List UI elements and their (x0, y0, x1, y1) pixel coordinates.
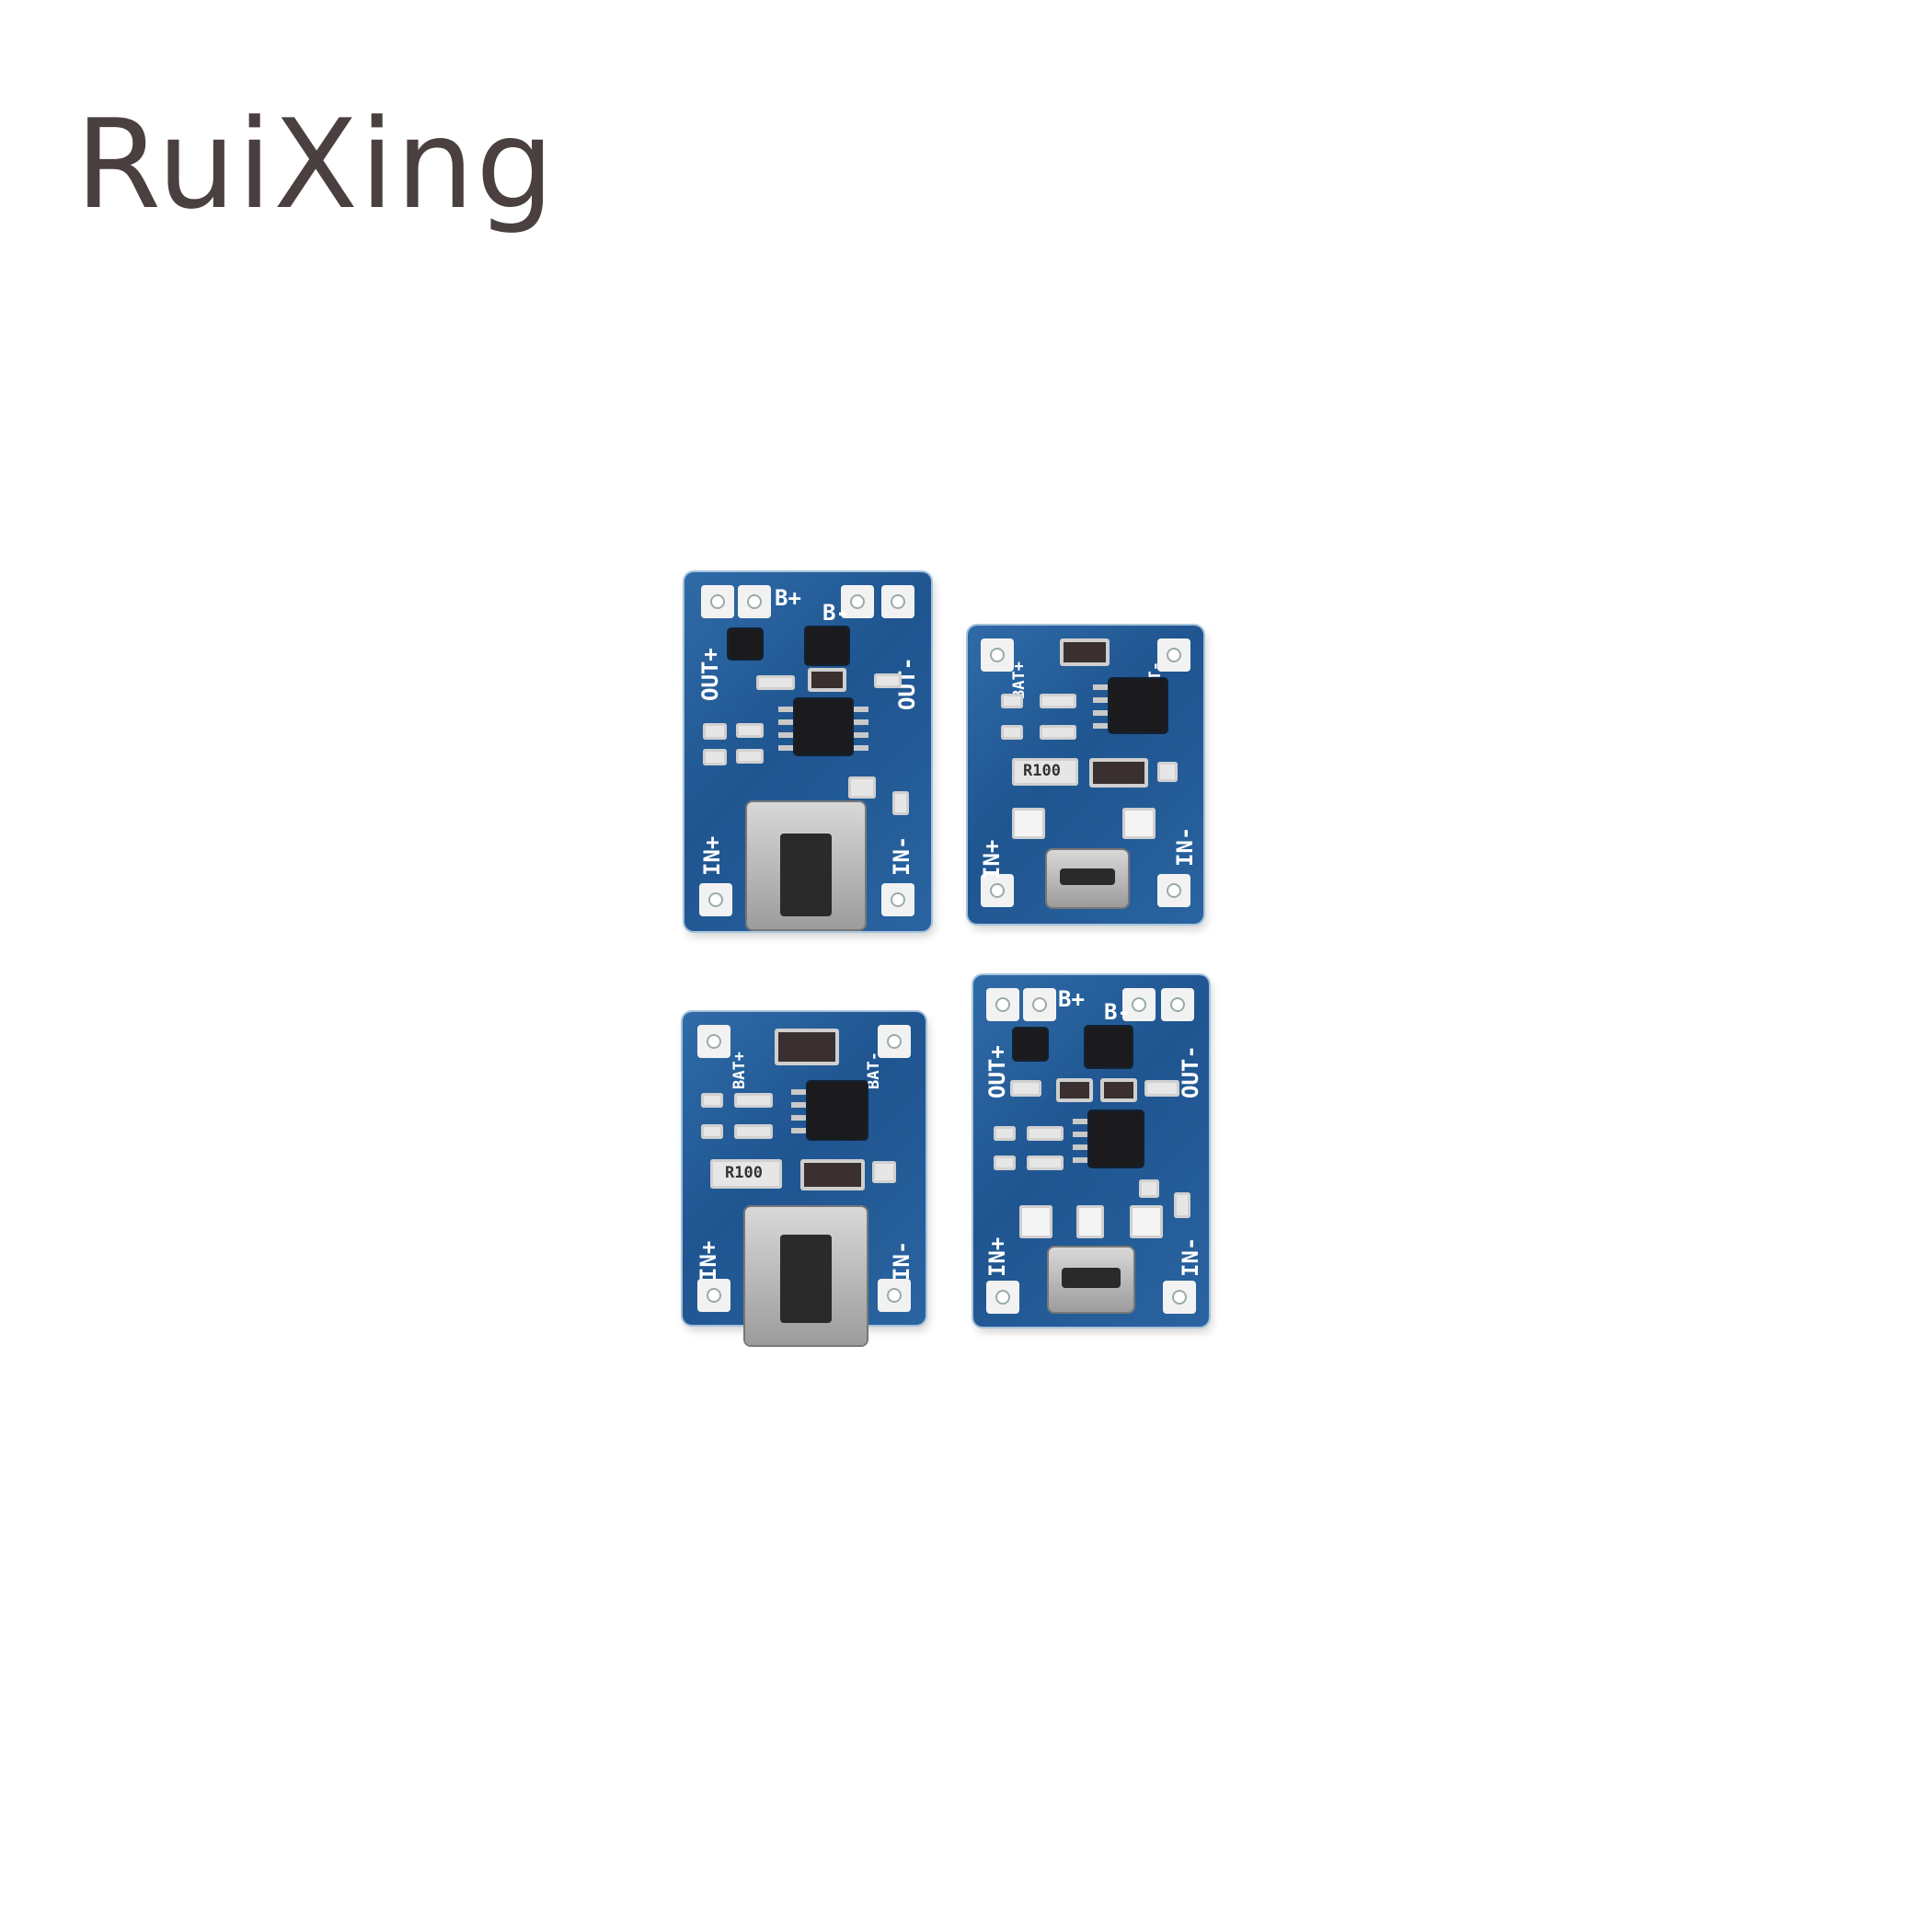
solder-pad (986, 988, 1019, 1021)
solder-pad (981, 638, 1014, 672)
sense-resistor: R100 (710, 1159, 782, 1189)
charger-ic (1110, 679, 1167, 732)
usb-pad (1130, 1205, 1163, 1238)
label-in-plus: IN+ (979, 839, 1005, 880)
smd-resistor (756, 675, 795, 690)
smd-capacitor (1100, 1078, 1137, 1102)
label-in-minus: IN- (889, 1240, 914, 1281)
solder-pad (986, 1281, 1019, 1314)
mosfet-chip (1014, 1029, 1047, 1060)
protection-ic (1086, 1027, 1132, 1067)
smd-resistor (1174, 1192, 1190, 1218)
solder-pad (697, 1279, 730, 1312)
mini-usb-port (745, 1207, 867, 1345)
charger-board-bottom-right: B+ B- OUT+ OUT- IN+ IN- (973, 975, 1209, 1327)
solder-pad (881, 585, 914, 618)
smd-capacitor (775, 1029, 839, 1065)
smd-resistor (736, 723, 764, 738)
indicator-led (701, 1124, 723, 1139)
label-bat-plus: BAT+ (730, 1052, 749, 1089)
solder-pad (701, 585, 734, 618)
label-in-plus: IN+ (984, 1236, 1010, 1277)
usb-pad (1122, 808, 1156, 839)
label-b-minus: B- (822, 600, 849, 626)
smd-resistor (1040, 725, 1076, 740)
indicator-led (994, 1126, 1016, 1141)
solder-pad (1023, 988, 1056, 1021)
smd-capacitor (1060, 638, 1110, 666)
brand-logo-text: RuiXing (75, 93, 557, 236)
label-in-minus: IN- (1178, 1236, 1203, 1277)
solder-pad (1157, 874, 1190, 907)
charger-board-top-right: BAT+ BAT- R100 IN+ IN- (968, 626, 1203, 924)
protection-ic (806, 627, 848, 664)
smd-resistor (1144, 1080, 1179, 1097)
micro-usb-port (1047, 850, 1128, 907)
mini-usb-port (747, 802, 865, 929)
solder-pad (878, 1279, 911, 1312)
charger-board-bottom-left: BAT+ BAT- R100 IN+ IN- (683, 1012, 926, 1345)
label-b-plus: B+ (775, 585, 801, 611)
smd-resistor (734, 1124, 773, 1139)
label-b-minus: B- (1104, 999, 1131, 1025)
indicator-led (701, 1093, 723, 1108)
sense-resistor: R100 (1012, 758, 1078, 786)
solder-pad (738, 585, 771, 618)
smd-resistor (892, 791, 909, 815)
smd-capacitor (848, 776, 876, 799)
indicator-led (1001, 725, 1023, 740)
solder-pad (878, 1025, 911, 1058)
smd-resistor (1040, 694, 1076, 708)
resistor-marking: R100 (725, 1164, 763, 1182)
solder-pad (1122, 988, 1156, 1021)
solder-pad (981, 874, 1014, 907)
indicator-led (994, 1156, 1016, 1170)
solder-pad (1161, 988, 1194, 1021)
smd-resistor (1157, 762, 1178, 782)
usb-pad (1019, 1205, 1052, 1238)
indicator-led (1001, 694, 1023, 708)
smd-resistor (872, 1161, 896, 1183)
charger-ic (795, 699, 852, 754)
usb-pad (1012, 808, 1045, 839)
smd-resistor (1010, 1080, 1041, 1097)
label-b-plus: B+ (1058, 986, 1085, 1012)
solder-pad (1157, 638, 1190, 672)
label-out-minus: OUT- (1178, 1045, 1203, 1098)
indicator-led (703, 749, 727, 765)
solder-pad (881, 883, 914, 916)
label-in-plus: IN+ (696, 1240, 721, 1281)
label-out-plus: OUT+ (697, 648, 723, 701)
smd-capacitor (1139, 1179, 1159, 1198)
smd-resistor (734, 1093, 773, 1108)
smd-capacitor (1056, 1078, 1093, 1102)
resistor-marking: R100 (1023, 762, 1061, 780)
smd-capacitor (808, 668, 846, 692)
charger-ic (808, 1082, 867, 1139)
usb-pad (1076, 1205, 1104, 1238)
solder-pad (699, 883, 732, 916)
micro-usb-port (1049, 1248, 1133, 1312)
label-in-plus: IN+ (699, 835, 725, 876)
label-in-minus: IN- (889, 835, 914, 876)
solder-pad (841, 585, 874, 618)
smd-capacitor (800, 1159, 865, 1190)
solder-pad (1163, 1281, 1196, 1314)
smd-resistor (1027, 1126, 1064, 1141)
label-in-minus: IN- (1172, 826, 1198, 867)
smd-resistor (736, 749, 764, 764)
solder-pad (697, 1025, 730, 1058)
charger-board-top-left: B+ B- OUT+ OUT- IN+ IN- (684, 572, 931, 931)
label-bat-minus: BAT- (865, 1052, 883, 1089)
mosfet-chip (729, 629, 762, 659)
indicator-led (703, 723, 727, 740)
smd-resistor (874, 673, 902, 688)
smd-resistor (1027, 1156, 1064, 1170)
charger-ic (1089, 1111, 1143, 1167)
label-out-plus: OUT+ (984, 1045, 1010, 1098)
smd-capacitor (1089, 758, 1148, 788)
